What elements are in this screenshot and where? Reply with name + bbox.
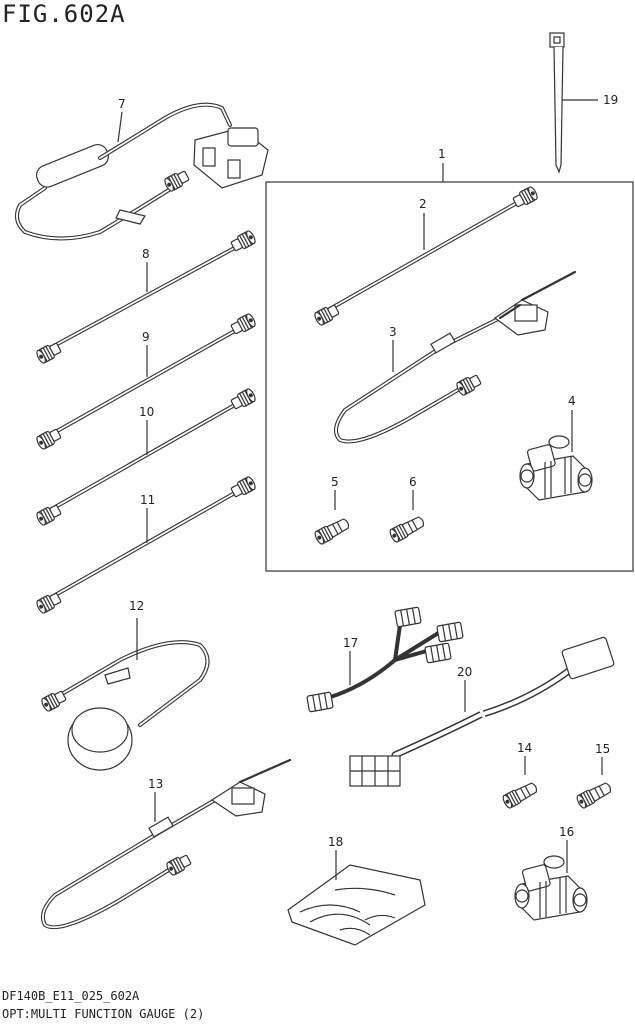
callout-20: 20	[457, 665, 472, 679]
part-4-tee-connector	[519, 410, 593, 501]
callout-15: 15	[595, 742, 610, 756]
part-10-cable	[34, 387, 258, 527]
callout-16: 16	[559, 825, 574, 839]
callout-14: 14	[517, 741, 532, 755]
callout-18: 18	[328, 835, 343, 849]
part-9-cable	[34, 312, 258, 451]
part-14-terminator	[500, 756, 540, 810]
figure-code: DF140B_E11_025_602A	[2, 989, 140, 1003]
part-7-transducer-cable	[14, 102, 269, 241]
callout-12: 12	[129, 599, 144, 613]
part-15-terminator	[574, 757, 614, 810]
callout-4: 4	[568, 394, 576, 408]
figure-description: OPT:MULTI FUNCTION GAUGE (2)	[2, 1007, 205, 1021]
callout-5: 5	[331, 475, 339, 489]
callout-17: 17	[343, 636, 358, 650]
callout-11: 11	[140, 493, 155, 507]
part-18-bag	[287, 850, 426, 946]
callout-6: 6	[409, 475, 417, 489]
part-13-power-cable	[41, 758, 292, 930]
callout-2: 2	[419, 197, 427, 211]
callout-8: 8	[142, 247, 150, 261]
kit-frame	[265, 181, 634, 572]
part-8-cable	[34, 229, 258, 365]
part-2-cable	[312, 185, 540, 327]
part-5-terminator	[312, 490, 352, 546]
part-11-cable	[34, 475, 258, 615]
callout-1: 1	[438, 147, 446, 161]
callout-7: 7	[118, 97, 126, 111]
part-20-harness	[349, 636, 615, 787]
callout-3: 3	[389, 325, 397, 339]
part-6-terminator	[387, 490, 427, 544]
part-17-harness	[306, 606, 464, 713]
callout-9: 9	[142, 330, 150, 344]
part-cable-tie	[549, 32, 598, 174]
callout-10: 10	[139, 405, 154, 419]
callout-19: 19	[603, 93, 618, 107]
part-16-tee-connector	[514, 840, 588, 921]
figure-title: FIG.602A	[2, 0, 126, 28]
part-12-sensor-cable	[39, 618, 210, 771]
callout-13: 13	[148, 777, 163, 791]
part-3-power-cable	[334, 270, 577, 444]
